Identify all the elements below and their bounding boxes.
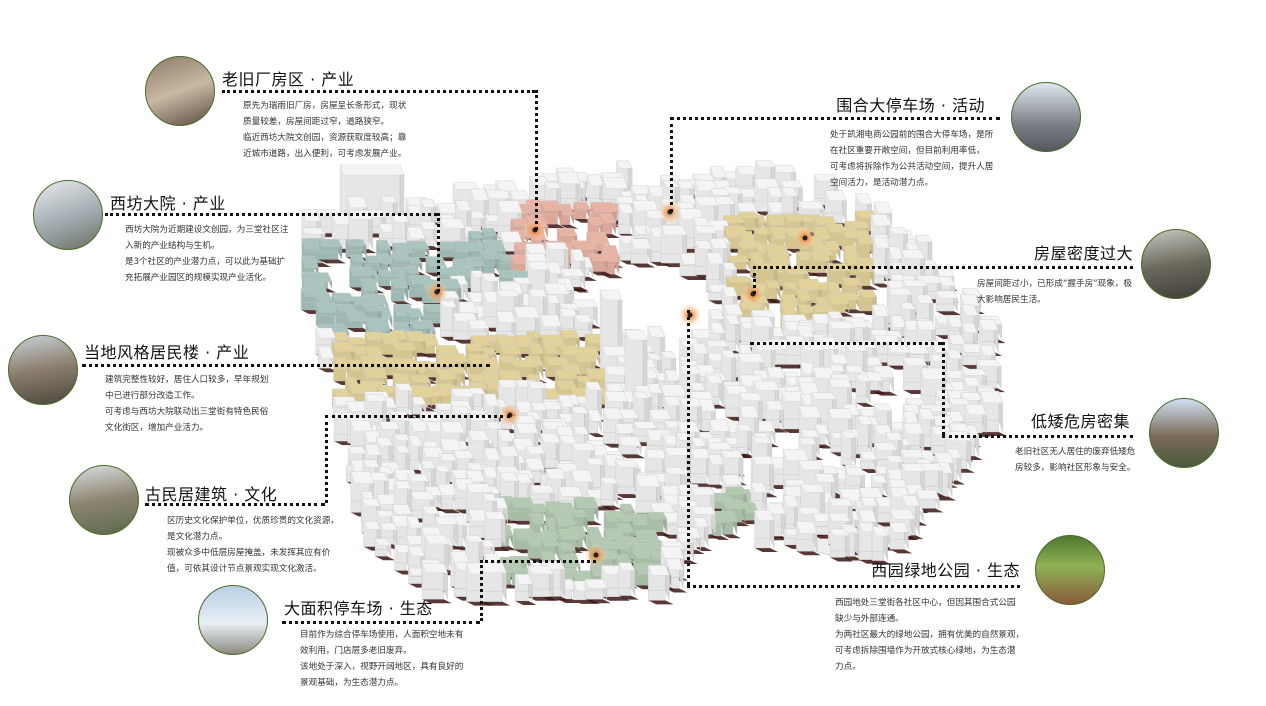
description-line: 近城市道路，出入便利，可考虑发展产业。 xyxy=(243,149,407,159)
leader-line xyxy=(480,560,483,621)
enclosed-parking-photo xyxy=(1011,82,1081,152)
leader-line xyxy=(145,503,325,506)
description-line: 该地处于深入，视野开阔地区，具有良好的 xyxy=(300,662,464,672)
leader-line xyxy=(942,342,945,435)
housing-density-photo xyxy=(1141,229,1211,299)
description-line: 效利用，门店层多老旧废弃。 xyxy=(300,646,412,656)
xifang-courtyard-description: 西坊大院为近期建设文创园，为三堂社区注入新的产业结构与生机。是3个社区的产业潜力… xyxy=(125,222,288,286)
large-parking-description: 目前作为综合停车场使用，人面积空地未有效利用，门店层多老旧废弃。该地处于深入，视… xyxy=(300,627,463,691)
large-parking-title: 大面积停车场 · 生态 xyxy=(284,599,433,618)
description-line: 处于凯湘电商公园前的围合大停车场，是所 xyxy=(830,130,994,140)
leader-line xyxy=(437,213,440,292)
dilapidated-houses-title: 低矮危房密集 xyxy=(1030,412,1130,431)
leader-line xyxy=(82,364,490,367)
old-factory-description: 原先为瑞雨旧厂房，房屋呈长条形式，现状质量较差，房屋间距过窄，道路狭窄。临近西坊… xyxy=(243,98,406,162)
housing-density-description: 房屋间距过小，已形成“握手房”现象，极大影响居民生活。 xyxy=(977,276,1132,308)
description-line: 力点。 xyxy=(835,662,861,672)
leader-line xyxy=(687,310,690,585)
description-line: 现被众多中低层房屋掩盖，未发挥其应有价 xyxy=(167,548,331,558)
leader-line xyxy=(670,117,1000,120)
leader-line xyxy=(750,342,942,345)
large-parking-photo xyxy=(198,585,268,655)
leader-line xyxy=(753,266,1133,269)
old-factory-title: 老旧厂房区 · 产业 xyxy=(222,70,355,89)
description-line: 是文化潜力点。 xyxy=(167,532,228,542)
description-line: 充拓展产业园区的规模实现产业活化。 xyxy=(125,273,272,283)
description-line: 可考虑与西坊大院联动出三堂街有特色民俗 xyxy=(105,407,269,417)
description-line: 目前作为综合停车场使用，人面积空地未有 xyxy=(300,630,464,640)
leader-line xyxy=(753,266,756,294)
description-line: 空间活力，是活动潜力点。 xyxy=(830,178,934,188)
leader-line xyxy=(480,560,596,563)
description-line: 临近西坊大院文创园，资源获取度较高；靠 xyxy=(243,133,407,143)
description-line: 西坊大院为近期建设文创园，为三堂社区注 xyxy=(125,225,289,235)
description-line: 大影响居民生活。 xyxy=(977,295,1046,305)
ancient-dwellings-title: 古民居建筑 · 文化 xyxy=(145,485,278,504)
leader-line xyxy=(282,621,480,624)
old-factory-photo xyxy=(145,56,215,126)
xifang-courtyard-photo xyxy=(33,180,103,250)
description-line: 区历史文化保护单位，优质珍贵的文化资源， xyxy=(167,516,339,526)
xiyuan-park-description: 西园地处三堂街各社区中心，但因其围合式公园缺少与外部连通。为两社区最大的绿地公园… xyxy=(835,595,1024,675)
description-line: 值，可依其设计节点景观实现文化激活。 xyxy=(167,564,322,574)
leader-line xyxy=(325,415,328,503)
description-line: 房较多，影响社区形象与安全。 xyxy=(1015,463,1136,473)
description-line: 原先为瑞雨旧厂房，房屋呈长条形式，现状 xyxy=(243,101,407,111)
description-line: 是3个社区的产业潜力点，可以此为基础扩 xyxy=(125,257,286,267)
description-line: 在社区重要开敞空间，但目前利用率低， xyxy=(830,146,985,156)
leader-line xyxy=(535,90,538,230)
enclosed-parking-title: 围合大停车场 · 活动 xyxy=(836,96,985,115)
description-line: 为两社区最大的绿地公园，拥有优美的自然景观， xyxy=(835,630,1025,640)
local-style-housing-photo xyxy=(8,335,78,405)
housing-density-title: 房屋密度过大 xyxy=(1033,244,1133,263)
description-line: 入新的产业结构与生机。 xyxy=(125,241,220,251)
leader-line xyxy=(222,90,535,93)
description-line: 可考虑将拆除作为公共活动空间，提升人居 xyxy=(830,162,994,172)
leader-line xyxy=(942,435,1133,438)
ancient-dwellings-description: 区历史文化保护单位，优质珍贵的文化资源， 是文化潜力点。现被众多中低层房屋掩盖，未… xyxy=(167,513,339,577)
description-line: 可考虑拆除围墙作为开放式核心绿地，为生态潜 xyxy=(835,646,1016,656)
leader-line xyxy=(325,415,510,418)
enclosed-parking-description: 处于凯湘电商公园前的围合大停车场，是所在社区重要开敞空间，但目前利用率低， 可考虑… xyxy=(830,127,993,191)
description-line: 景观基础，为生态潜力点。 xyxy=(300,678,404,688)
site-marker-dot xyxy=(593,552,599,558)
leader-line xyxy=(670,117,673,212)
ancient-dwellings-photo xyxy=(69,465,139,535)
description-line: 西园地处三堂街各社区中心，但因其围合式公园 xyxy=(835,598,1016,608)
dilapidated-houses-photo xyxy=(1149,398,1219,468)
building-blocks xyxy=(300,160,1007,606)
description-line: 文化街区，增加产业活力。 xyxy=(105,423,209,433)
local-style-housing-description: 建筑完整性较好，居住人口较多，早年规划中已进行部分改造工作。可考虑与西坊大院联动… xyxy=(105,372,268,436)
description-line: 中已进行部分改造工作。 xyxy=(105,391,200,401)
description-line: 房屋间距过小，已形成“握手房”现象，极 xyxy=(977,279,1132,289)
local-style-housing-title: 当地风格居民楼 · 产业 xyxy=(84,343,250,362)
description-line: 缺少与外部连通。 xyxy=(835,614,904,624)
xifang-courtyard-title: 西坊大院 · 产业 xyxy=(110,194,226,213)
dilapidated-houses-description: 老旧社区无人居住的废弃低矮危房较多，影响社区形象与安全。 xyxy=(1015,444,1135,476)
leader-line xyxy=(687,585,1020,588)
site-marker-dot xyxy=(802,235,808,241)
leader-line xyxy=(105,213,437,216)
description-line: 建筑完整性较好，居住人口较多，早年规划 xyxy=(105,375,269,385)
xiyuan-park-photo xyxy=(1035,535,1105,605)
description-line: 质量较差，房屋间距过窄，道路狭窄。 xyxy=(243,117,390,127)
description-line: 老旧社区无人居住的废弃低矮危 xyxy=(1015,447,1136,457)
xiyuan-park-title: 西园绿地公园 · 生态 xyxy=(871,561,1020,580)
